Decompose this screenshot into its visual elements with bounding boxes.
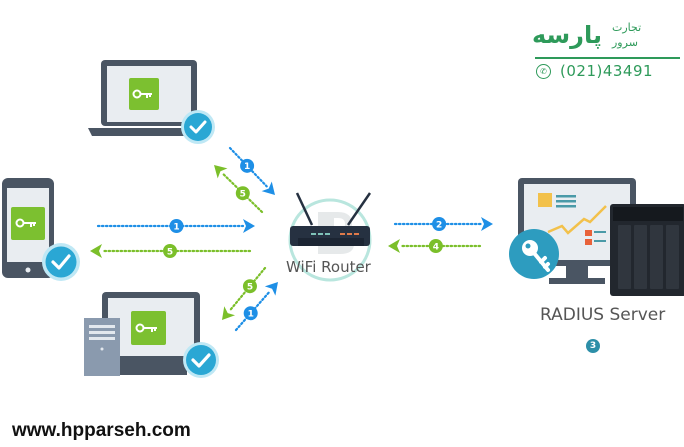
- step-badge: [169, 219, 184, 233]
- step-number: 2: [436, 220, 442, 230]
- server-label: RADIUS Server: [540, 305, 666, 325]
- radius-server: [509, 178, 684, 296]
- step-badge: [163, 244, 177, 258]
- flow-arrow-step-1: 1: [228, 146, 275, 195]
- arrowhead-icon: [261, 181, 275, 195]
- arrowhead-icon: [243, 219, 255, 233]
- step-number: 1: [173, 222, 179, 232]
- flow-arrow-step-5: 5: [90, 244, 252, 258]
- brand-tagline-2: سرور: [612, 36, 638, 49]
- step-number: 5: [247, 283, 253, 293]
- key-badge-icon: [509, 229, 559, 279]
- phone-row: ✆ (021)43491: [536, 62, 653, 80]
- router-label: WiFi Router: [286, 258, 371, 276]
- flow-arrow-step-1: 1: [234, 282, 278, 332]
- brand-name: پارسه: [532, 21, 602, 49]
- server-step-number: 3: [589, 341, 597, 351]
- wifi-router: [288, 192, 372, 282]
- step-number: 1: [244, 162, 250, 172]
- step-badge: [240, 158, 255, 173]
- logo-divider: [535, 57, 680, 59]
- key-icon: [131, 311, 166, 345]
- laptop-client: [88, 60, 215, 144]
- check-icon: [42, 243, 80, 281]
- desktop-client: [84, 292, 219, 378]
- step-badge: [243, 306, 258, 321]
- step-number: 4: [433, 242, 439, 252]
- step-badge: [428, 239, 443, 253]
- phone-icon: ✆: [536, 63, 551, 79]
- flow-arrows: 1 5 1 5 5 1 2 4: [90, 146, 493, 332]
- arrowhead-icon: [90, 244, 102, 258]
- check-icon: [181, 110, 215, 144]
- phone-number[interactable]: (021)43491: [560, 62, 654, 80]
- key-icon: [11, 207, 45, 240]
- arrowhead-icon: [264, 282, 278, 296]
- brand-tagline-1: تجارت: [612, 21, 642, 34]
- step-number: 5: [240, 190, 246, 200]
- website-url[interactable]: www.hpparseh.com: [12, 420, 191, 441]
- key-icon: [129, 78, 159, 110]
- step-number: 5: [167, 247, 173, 257]
- flow-arrow-step-5: 5: [214, 165, 264, 214]
- server-step-badge: 3: [586, 339, 600, 353]
- brand-logo: پارسه تجارت سرور: [532, 14, 682, 56]
- arrowhead-icon: [222, 306, 236, 320]
- brand-tagline: تجارت سرور: [612, 20, 641, 50]
- flow-arrow-step-1: 1: [96, 219, 255, 233]
- flow-arrow-step-2: 2: [393, 217, 493, 231]
- arrowhead-icon: [481, 217, 493, 231]
- step-badge: [242, 279, 257, 294]
- arrowhead-icon: [388, 239, 400, 253]
- step-number: 1: [248, 310, 254, 320]
- arrowhead-icon: [214, 165, 228, 179]
- step-badge: [235, 186, 250, 201]
- flow-arrow-step-4: 4: [388, 239, 482, 253]
- check-icon: [183, 342, 219, 378]
- step-badge: [432, 217, 447, 231]
- flow-arrow-step-5: 5: [222, 266, 267, 320]
- smartphone-client: [2, 178, 80, 281]
